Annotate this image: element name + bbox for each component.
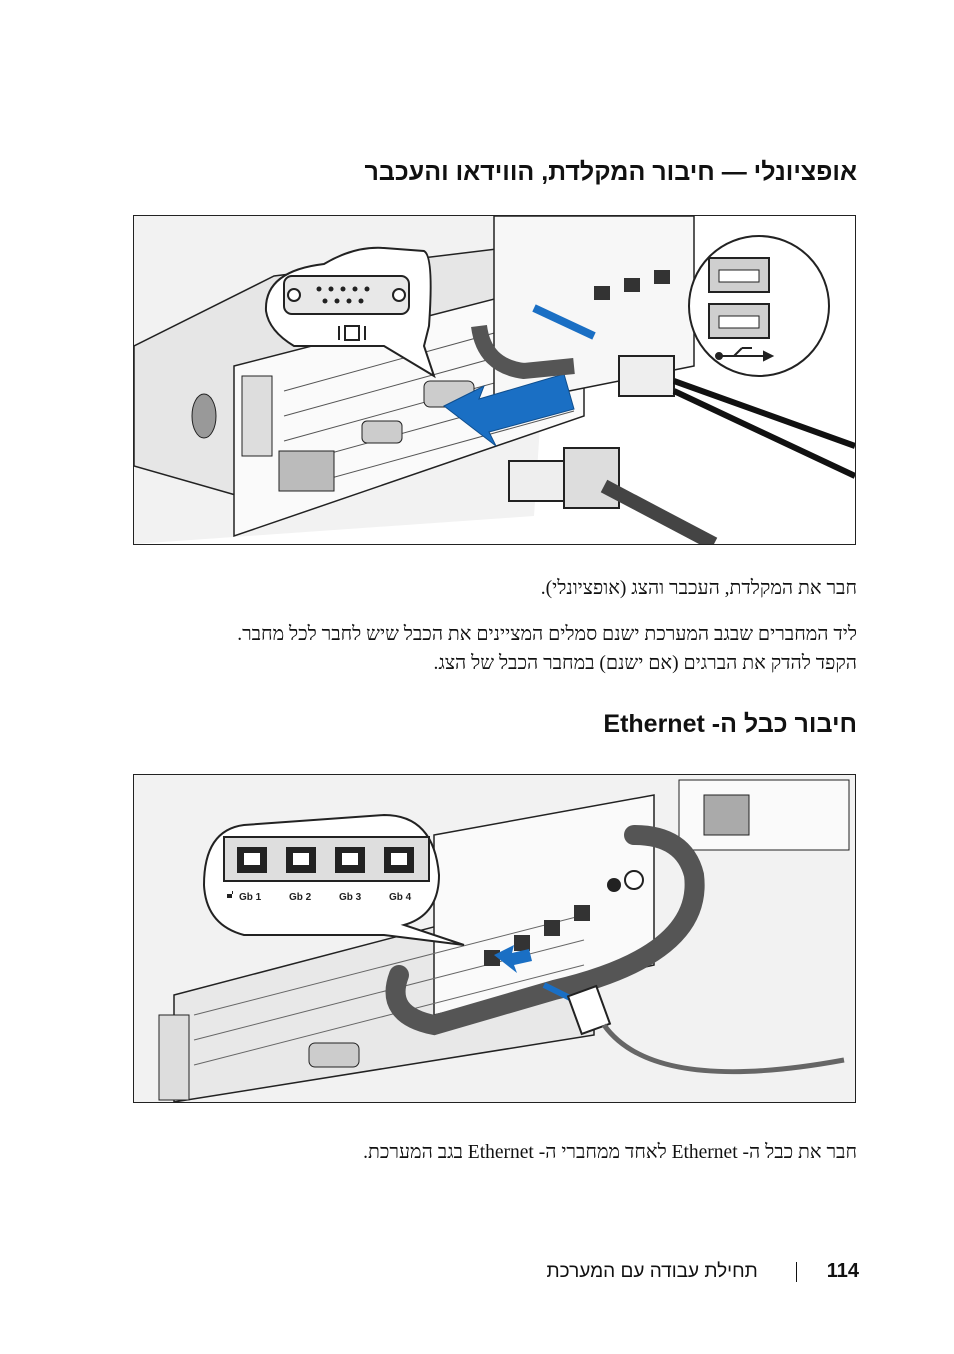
paragraph-line: ליד המחברים שבגב המערכת ישנם סמלים המציי… [237, 624, 857, 645]
network-symbol-icon [227, 891, 233, 898]
port-label-gb3: Gb 3 [339, 892, 362, 903]
port-label-gb1: Gb 1 [239, 892, 262, 903]
section-title-ethernet: חיבור כבל ה- Ethernet [603, 710, 857, 738]
figure-connect-ethernet: Gb 1 Gb 2 Gb 3 Gb 4 [133, 774, 856, 1103]
page-number: 114 [826, 1260, 859, 1282]
paragraph-connect-ethernet: חבר את כבל ה- Ethernet לאחד ממחברי ה- Et… [363, 1142, 857, 1163]
usb-port-icon [688, 235, 830, 377]
vga-callout-connector [283, 275, 410, 341]
section-title-keyboard-video-mouse: אופציונלי — חיבור המקלדת, הווידאו והעכבר [364, 158, 858, 186]
paragraph-connect-devices: חבר את המקלדת, העכבר והצג (אופציונלי). [540, 578, 857, 599]
running-title: תחילת עבודה עם המערכת [546, 1260, 758, 1282]
usb-symbol-icon [715, 347, 775, 362]
ethernet-port-icon [484, 905, 590, 966]
paragraph-connector-symbols: ליד המחברים שבגב המערכת ישנם סמלים המציי… [117, 620, 857, 678]
footer-divider [795, 1261, 797, 1282]
port-label-gb2: Gb 2 [289, 892, 312, 903]
figure-connect-keyboard-video [133, 215, 856, 545]
page-footer: 114 תחילת עבודה עם המערכת [547, 1260, 859, 1283]
port-label-gb4: Gb 4 [389, 892, 412, 903]
paragraph-line: הקפד להדק את הברגים (אם ישנם) במחבר הכבל… [433, 653, 857, 674]
arrow-icon [443, 373, 575, 447]
